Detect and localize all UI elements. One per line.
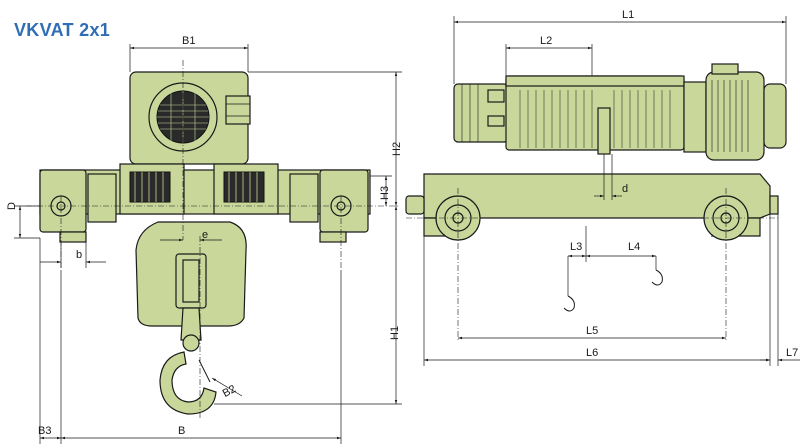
hoist-motor <box>705 71 765 161</box>
right-wheel-block <box>289 173 319 223</box>
dim-label-L3: L3 <box>570 241 582 253</box>
dim-label-H1: H1 <box>389 326 401 340</box>
terminal-box <box>225 95 251 125</box>
left-travel-drive <box>119 163 185 215</box>
dim-label-L1: L1 <box>622 9 634 21</box>
front-view: B1 D b e H2 H3 H1 B2 <box>6 35 403 444</box>
dim-label-D: D <box>6 202 18 210</box>
dim-label-H2: H2 <box>391 142 403 156</box>
hook-shank <box>180 307 202 341</box>
dim-label-L4: L4 <box>628 241 640 253</box>
dim-label-B: B <box>178 425 185 437</box>
hook-position-left <box>563 295 575 312</box>
dim-label-L5: L5 <box>586 325 598 337</box>
dim-label-L7: L7 <box>786 347 798 359</box>
right-travel-drive <box>213 163 279 215</box>
dim-label-e: e <box>202 229 208 241</box>
side-view: L1 L2 d L3 L4 L5 L6 L7 <box>405 9 800 366</box>
dim-label-L6: L6 <box>586 347 598 359</box>
hook-position-right <box>651 269 663 286</box>
dim-label-L2: L2 <box>540 35 552 47</box>
left-wheel-block <box>87 173 117 223</box>
rope-drum <box>505 75 685 151</box>
dim-label-d: d <box>622 183 628 195</box>
diagram-title: VKVAT 2x1 <box>14 20 111 40</box>
dim-label-B3: B3 <box>38 425 51 437</box>
dim-label-H3: H3 <box>379 186 391 200</box>
motor-flange <box>683 81 707 153</box>
crane-hook <box>159 351 217 415</box>
dim-label-B2: B2 <box>221 383 239 400</box>
dim-label-b: b <box>76 249 82 261</box>
dim-label-B1: B1 <box>182 35 195 47</box>
